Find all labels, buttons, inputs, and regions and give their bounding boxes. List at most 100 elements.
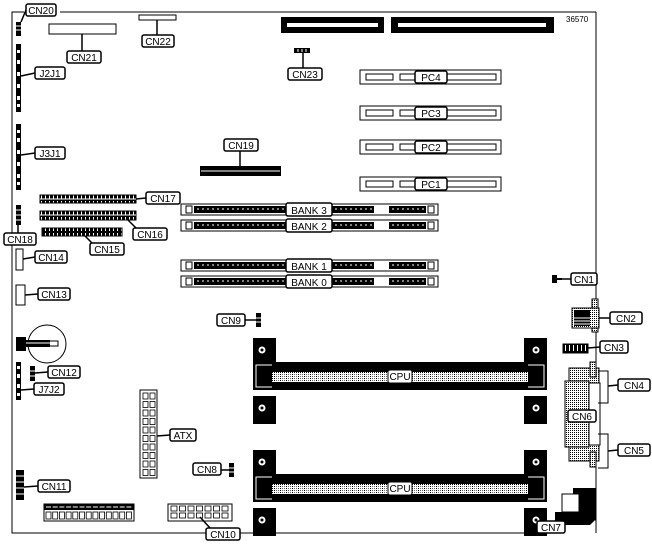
- cn19-label-text: CN19: [228, 141, 254, 152]
- pci-slot-pc3: PC3: [359, 105, 502, 121]
- dimm-bank2: BANK 2: [180, 218, 439, 233]
- cn2-label-text: CN2: [616, 314, 636, 325]
- cn21-label-text: CN21: [71, 53, 97, 64]
- cn2-label: CN2: [599, 311, 643, 325]
- cn13-label: CN13: [24, 287, 71, 301]
- j2j1-header: [16, 44, 21, 112]
- pci-slot-pc4: PC4: [359, 69, 502, 85]
- cn3-label-text: CN3: [604, 343, 624, 354]
- cn23-label: CN23: [287, 53, 323, 81]
- j2j1-label-text: J2J1: [39, 69, 61, 80]
- pci-slot-label: PC1: [421, 180, 441, 191]
- j3j1-label: J3J1: [20, 146, 66, 160]
- cn16-header: [39, 210, 137, 221]
- cn1-connector: [552, 275, 562, 283]
- cn1-label: CN1: [562, 272, 598, 286]
- cn3-label: CN3: [587, 340, 629, 354]
- cn22-label-text: CN22: [145, 37, 171, 48]
- cpu-slot-bottom: CPU: [253, 450, 547, 536]
- cn15-label: CN15: [84, 235, 125, 256]
- dimm-bank-label: BANK 1: [291, 262, 327, 273]
- cn18-header: [16, 205, 21, 225]
- cn17-label-text: CN17: [150, 194, 176, 205]
- cn12-label: CN12: [34, 365, 81, 379]
- atx-label: ATX: [156, 428, 197, 442]
- cn10-label: CN10: [199, 516, 241, 541]
- cn12-label-text: CN12: [51, 368, 77, 379]
- cn5-label: CN5: [607, 443, 651, 457]
- dimm-bank-label: BANK 2: [291, 222, 327, 233]
- pci-slot-pc1: PC1: [359, 176, 502, 192]
- pci-slot-label: PC3: [421, 109, 441, 120]
- cn4-connector: [598, 370, 609, 404]
- j7j2-label: J7J2: [20, 382, 65, 396]
- cpu-slot-label: CPU: [389, 372, 410, 383]
- cn16-label-text: CN16: [137, 230, 163, 241]
- cn21-connector: [48, 23, 117, 35]
- cn14-label-text: CN14: [38, 253, 64, 264]
- atx-power-connector: [139, 389, 158, 479]
- cn15-header: [41, 227, 123, 237]
- cn17-header: [39, 194, 137, 204]
- top-slot-left: [281, 17, 384, 33]
- cn7-connector: [555, 488, 596, 525]
- cn8-header: [229, 463, 234, 477]
- cn9-header: [256, 313, 261, 327]
- cn12-header: [30, 366, 35, 381]
- cn10-label-text: CN10: [210, 530, 236, 541]
- cn22-connector: [138, 14, 177, 21]
- j2j1-label: J2J1: [20, 66, 66, 80]
- cn4-label-text: CN4: [624, 381, 644, 392]
- cn10-connector: [167, 503, 233, 522]
- battery: [16, 324, 67, 364]
- cn20-label-text: CN20: [28, 6, 54, 17]
- cn18-label-text: CN18: [7, 235, 33, 246]
- cn11-label: CN11: [23, 479, 71, 493]
- cn5-label-text: CN5: [624, 446, 644, 457]
- figure-id: 36570: [566, 15, 589, 24]
- cn20-label: CN20: [20, 3, 57, 23]
- atx-label-text: ATX: [174, 431, 193, 442]
- top-slot-right: [391, 17, 554, 33]
- dimm-bank3: BANK 3: [180, 202, 439, 217]
- cn19-label: CN19: [223, 138, 259, 166]
- dimm-bank1: BANK 1: [180, 258, 439, 273]
- cn3-header: [562, 343, 589, 354]
- cpu-slot-top: CPU: [253, 338, 547, 424]
- dimm-bank-label: BANK 3: [291, 206, 327, 217]
- j7j2-label-text: J7J2: [38, 385, 60, 396]
- pci-slot-label: PC4: [421, 73, 441, 84]
- cn15-label-text: CN15: [94, 245, 120, 256]
- j3j1-header: [16, 124, 21, 190]
- cn23-connector: [294, 48, 310, 53]
- cn13-label-text: CN13: [41, 290, 67, 301]
- cn23-label-text: CN23: [292, 70, 318, 81]
- bottom-left-connector: [43, 503, 135, 522]
- cn2-connector: [571, 298, 600, 333]
- cn18-label: CN18: [3, 225, 37, 246]
- pci-slot-label: PC2: [421, 143, 441, 154]
- cn8-label-text: CN8: [197, 465, 217, 476]
- cn4-label: CN4: [607, 378, 651, 392]
- cn11-header: [16, 470, 24, 500]
- dimm-bank0: BANK 0: [180, 274, 439, 289]
- cn22-label: CN22: [141, 20, 175, 48]
- cn13-connector: [15, 284, 26, 306]
- cn14-label: CN14: [22, 250, 68, 264]
- cn8-label: CN8: [192, 462, 229, 476]
- j7j2-header: [16, 362, 21, 400]
- cn16-label: CN16: [127, 219, 168, 241]
- cn14-connector: [15, 248, 24, 271]
- cn21-label: CN21: [66, 34, 102, 64]
- cn19-connector: [200, 166, 281, 176]
- cn7-label: CN7: [536, 511, 566, 534]
- cn7-label-text: CN7: [541, 523, 561, 534]
- cn9-label: CN9: [216, 313, 256, 327]
- cn6-label: CN6: [567, 409, 597, 423]
- cn11-label-text: CN11: [42, 482, 67, 493]
- dimm-bank-label: BANK 0: [291, 278, 327, 289]
- cn20-header: [16, 22, 21, 36]
- cn17-label: CN17: [135, 191, 181, 205]
- cn1-label-text: CN1: [574, 275, 594, 286]
